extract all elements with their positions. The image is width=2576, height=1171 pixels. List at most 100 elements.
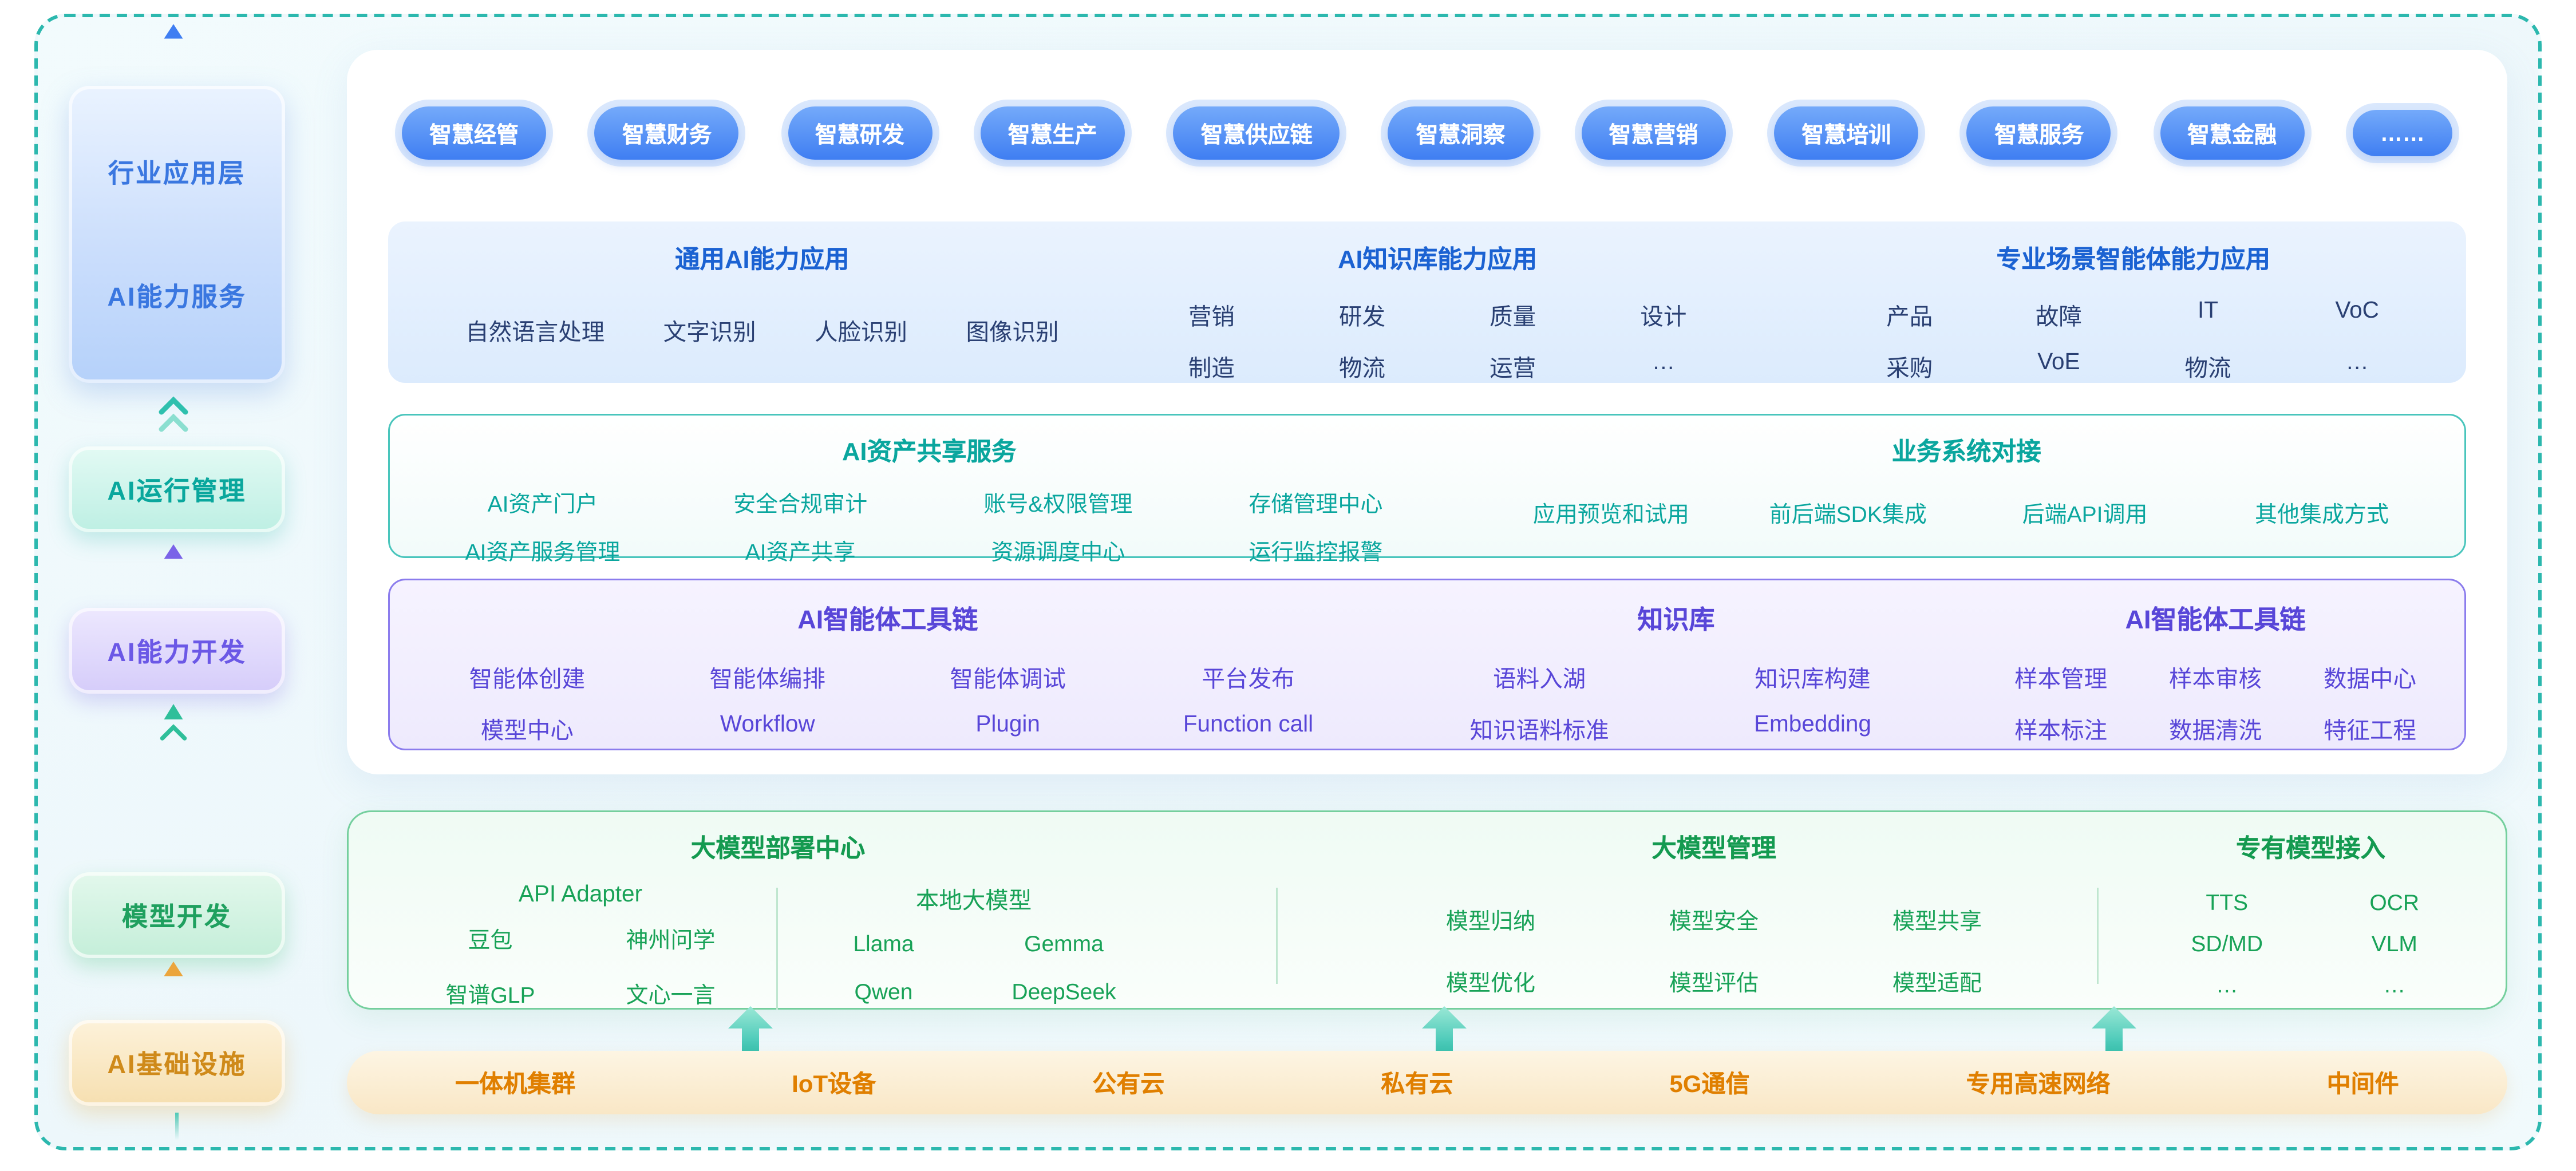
- capability-item: 营销: [1188, 304, 1235, 330]
- section-title: 专业场景智能体能力应用: [1996, 247, 2270, 275]
- model-item: …: [2215, 972, 2238, 998]
- model-access-section: 专有模型接入 TTS OCR SD/MD VLM … …: [2143, 829, 2478, 998]
- capability-item: …: [1652, 349, 1676, 374]
- agent-scene-items: 产品 故障 IT VoC 采购 VoE 物流 …: [1835, 297, 2432, 383]
- vertical-divider: [776, 888, 778, 1010]
- app-pill: 智慧经管: [402, 106, 547, 160]
- model-item: VLM: [2371, 931, 2417, 956]
- toolchain-panel: AI智能体工具链 智能体创建 智能体编排 智能体调试 平台发布 模型中心 Wor…: [388, 579, 2466, 750]
- capability-item: 故障: [2035, 304, 2082, 330]
- model-item: 神州问学: [626, 927, 716, 953]
- asset-item: AI资产门户: [487, 491, 598, 517]
- model-item: 模型评估: [1669, 970, 1759, 996]
- tool-item: 特征工程: [2323, 718, 2416, 743]
- app-pill: 智慧营销: [1581, 106, 1726, 160]
- app-pill: 智慧研发: [787, 106, 932, 160]
- asset-share-items: AI资产门户 安全合规审计 账号&权限管理 存储管理中心 AI资产服务管理 AI…: [414, 486, 1444, 567]
- model-item: OCR: [2369, 889, 2420, 915]
- tool-item: 语料入湖: [1493, 666, 1586, 692]
- model-layer-card: 大模型部署中心 API Adapter 豆包 神州问学 智谱GLP 文心一言 本…: [347, 810, 2507, 1010]
- model-management-items: 模型归纳 模型安全 模型共享 模型优化 模型评估 模型适配: [1379, 903, 2049, 998]
- local-model-block: 本地大模型 Llama Gemma Qwen DeepSeek: [793, 881, 1154, 1010]
- model-item: TTS: [2206, 889, 2249, 915]
- layer-connector-line: [175, 1113, 179, 1140]
- app-pill: 智慧服务: [1967, 106, 2112, 160]
- layer-app-services: 行业应用层 AI能力服务: [69, 86, 285, 383]
- up-arrow-teal-icon: [1422, 1006, 1467, 1054]
- capability-item: 人脸识别: [815, 319, 908, 345]
- model-item: …: [2383, 972, 2406, 998]
- section-title: 业务系统对接: [1891, 440, 2041, 467]
- capability-item: 文字识别: [663, 319, 756, 345]
- industry-app-pill-row: 智慧经管 智慧财务 智慧研发 智慧生产 智慧供应链 智慧洞察 智慧营销 智慧培训…: [402, 106, 2452, 160]
- layer-label: 模型开发: [121, 902, 232, 932]
- subsection-title: 本地大模型: [915, 888, 1032, 913]
- model-item: 文心一言: [626, 982, 716, 1008]
- model-item: 豆包: [468, 927, 513, 953]
- ai-capability-panel: 通用AI能力应用 自然语言处理 文字识别 人脸识别 图像识别 AI知识库能力应用…: [388, 221, 2466, 383]
- model-item: 模型安全: [1669, 908, 1759, 934]
- up-arrow-purple-icon: [164, 544, 183, 594]
- system-connect-section: 业务系统对接 应用预览和试用 前后端SDK集成 后端API调用 其他集成方式: [1468, 433, 2464, 556]
- capability-item: 运营: [1490, 355, 1536, 381]
- model-item: 模型归纳: [1445, 908, 1535, 934]
- connect-item: 应用预览和试用: [1532, 501, 1689, 527]
- asset-item: AI资产服务管理: [465, 539, 621, 565]
- data-toolchain-items: 样本管理 样本审核 数据中心 样本标注 数据清洗 特征工程: [1984, 659, 2447, 745]
- up-chevrons-teal-icon: [159, 396, 188, 432]
- tool-item: Embedding: [1754, 711, 1871, 737]
- up-arrow-teal-icon: [728, 1006, 773, 1054]
- capability-item: …: [2345, 349, 2369, 374]
- asset-item: 资源调度中心: [991, 539, 1125, 565]
- vertical-divider: [2097, 888, 2099, 984]
- model-item: SD/MD: [2191, 931, 2263, 956]
- infra-item: 一体机集群: [455, 1069, 576, 1097]
- knowledge-ai-items: 营销 研发 质量 设计 制造 物流 运营 …: [1136, 297, 1739, 383]
- model-item: 模型适配: [1892, 970, 1982, 996]
- app-pill: 智慧供应链: [1173, 106, 1340, 160]
- model-management-section: 大模型管理 模型归纳 模型安全 模型共享 模型优化 模型评估 模型适配: [1379, 829, 2049, 998]
- model-item: Gemma: [1024, 931, 1104, 956]
- model-item: 模型优化: [1445, 970, 1535, 996]
- tool-item: 样本审核: [2169, 666, 2262, 692]
- up-arrow-green-icon: [160, 704, 187, 862]
- section-title: AI智能体工具链: [797, 606, 978, 635]
- capability-item: 产品: [1886, 304, 1933, 330]
- agent-toolchain-section: AI智能体工具链 智能体创建 智能体编排 智能体调试 平台发布 模型中心 Wor…: [390, 601, 1385, 749]
- api-adapter-items: 豆包 神州问学 智谱GLP 文心一言: [400, 922, 761, 1010]
- layer-ai-infrastructure: AI基础设施: [69, 1020, 285, 1106]
- capability-item: 采购: [1886, 355, 1933, 381]
- capability-item: 图像识别: [966, 319, 1059, 345]
- tool-item: Plugin: [975, 711, 1040, 737]
- app-pill: 智慧财务: [594, 106, 739, 160]
- infra-item: 公有云: [1092, 1069, 1165, 1097]
- section-title: 专有模型接入: [2236, 836, 2385, 864]
- app-pill: 智慧培训: [1774, 106, 1919, 160]
- asset-share-section: AI资产共享服务 AI资产门户 安全合规审计 账号&权限管理 存储管理中心 AI…: [390, 433, 1468, 565]
- vertical-divider: [1276, 888, 1278, 984]
- model-item: Qwen: [854, 979, 913, 1004]
- layer-label: AI能力开发: [107, 638, 247, 667]
- tool-item: 智能体调试: [950, 666, 1066, 692]
- app-pill: 智慧金融: [2160, 106, 2305, 160]
- section-title: AI智能体工具链: [2125, 606, 2306, 635]
- knowledge-ai-section: AI知识库能力应用 营销 研发 质量 设计 制造 物流 运营 …: [1136, 240, 1739, 383]
- capability-item: 制造: [1188, 355, 1235, 381]
- subsection-title: API Adapter: [518, 881, 643, 907]
- general-ai-section: 通用AI能力应用 自然语言处理 文字识别 人脸识别 图像识别: [388, 240, 1136, 383]
- app-pill: 智慧洞察: [1388, 106, 1533, 160]
- infra-item: IoT设备: [792, 1069, 876, 1097]
- capability-item: 物流: [2184, 355, 2231, 381]
- up-arrow-orange-icon: [164, 962, 183, 1011]
- tool-item: 样本标注: [2014, 718, 2108, 743]
- api-adapter-block: API Adapter 豆包 神州问学 智谱GLP 文心一言: [400, 881, 761, 1010]
- up-arrow-blue-icon: [164, 24, 183, 81]
- tool-item: 知识语料标准: [1469, 718, 1609, 743]
- tool-item: Workflow: [720, 711, 815, 737]
- connect-item: 前后端SDK集成: [1769, 501, 1927, 527]
- tool-item: 平台发布: [1202, 666, 1295, 692]
- connect-item: 后端API调用: [2022, 501, 2148, 527]
- capability-item: VoE: [2037, 349, 2080, 374]
- model-item: Llama: [853, 931, 914, 956]
